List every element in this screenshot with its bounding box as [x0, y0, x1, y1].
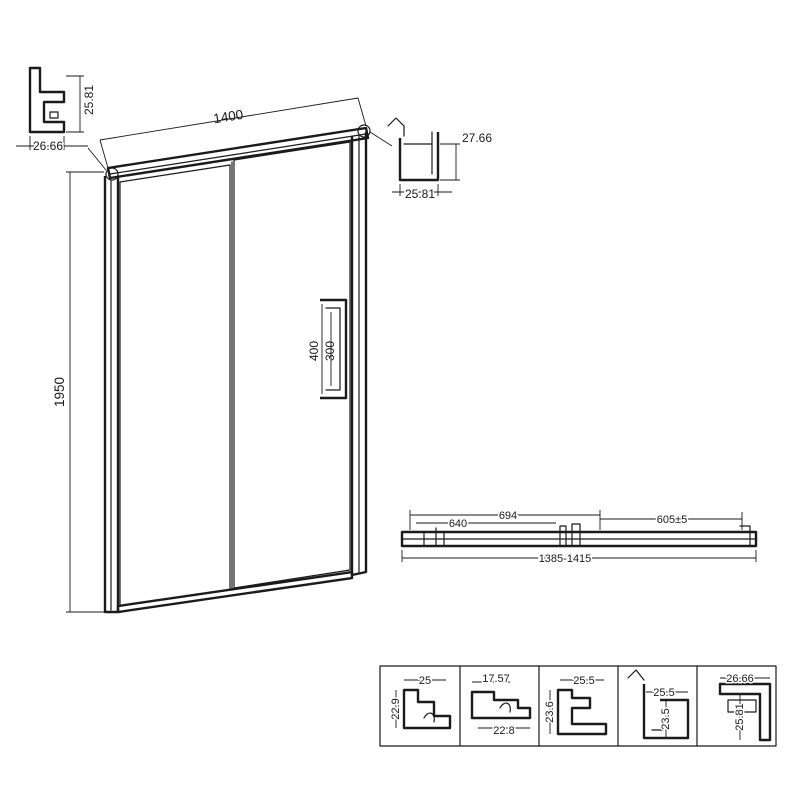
top-right-profile-detail: 27.66 25.81	[369, 117, 492, 203]
profile-section-4: 25.5 23.5	[627, 669, 690, 740]
rail-end-cap-right	[357, 124, 371, 138]
top-left-height-label: 25.81	[82, 85, 96, 115]
width-dimension: 1400	[99, 97, 367, 169]
profile-4-top-label: 25.5	[653, 687, 674, 699]
profile-1-side-label: 22.9	[390, 698, 402, 719]
profile-section-1: 25 22.9	[389, 674, 452, 730]
height-dimension: 1950	[52, 171, 104, 613]
right-wall-profile	[350, 132, 368, 577]
width-label: 1400	[212, 107, 244, 127]
profile-3-side-label: 23.6	[544, 701, 556, 722]
profile-section-3: 25.5 23.6	[543, 674, 608, 736]
front-elevation	[103, 124, 371, 614]
profile-section-5: 26.66 25.81	[718, 672, 772, 742]
plan-dim-a-label: 694	[499, 510, 517, 522]
top-right-height-label: 27.66	[462, 131, 492, 145]
top-left-width-label: 26.66	[33, 139, 63, 153]
profile-5-top-label: 26.66	[726, 673, 754, 685]
profile-2-bottom-label: 22.8	[493, 725, 514, 737]
handle-outer-label: 400	[307, 341, 321, 361]
plan-track	[400, 530, 758, 548]
top-right-width-label: 25.81	[405, 187, 435, 201]
profile-5-side-label: 25.81	[734, 703, 746, 731]
plan-dim-range-label: 1385-1415	[539, 553, 592, 565]
handle-inner-label: 300	[323, 341, 337, 361]
sliding-panel	[233, 141, 351, 589]
bottom-rail	[116, 570, 354, 614]
profile-1-top-label: 25	[419, 675, 431, 687]
fixed-panel	[119, 164, 231, 607]
left-wall-profile	[103, 176, 120, 614]
plan-dim-opening-label: 605±5	[657, 514, 688, 526]
profile-2-top-label: 17.57	[482, 673, 510, 685]
plan-dim-b-label: 640	[449, 518, 467, 530]
top-left-profile-detail: 25.81 26.66	[16, 66, 107, 171]
door-handle: 400 300	[307, 298, 348, 400]
profile-3-top-label: 25.5	[573, 675, 594, 687]
profile-sections: 25 22.9 17.57 22.8 25.5 23.6 25.	[379, 665, 777, 747]
height-label: 1950	[52, 377, 67, 407]
profile-section-2: 17.57 22.8	[470, 672, 532, 739]
top-rail	[106, 126, 370, 180]
profile-4-side-label: 23.5	[660, 708, 672, 729]
plan-view: 694 640 605±5 1385-1415	[400, 509, 758, 567]
rail-end-cap-left	[105, 167, 119, 181]
